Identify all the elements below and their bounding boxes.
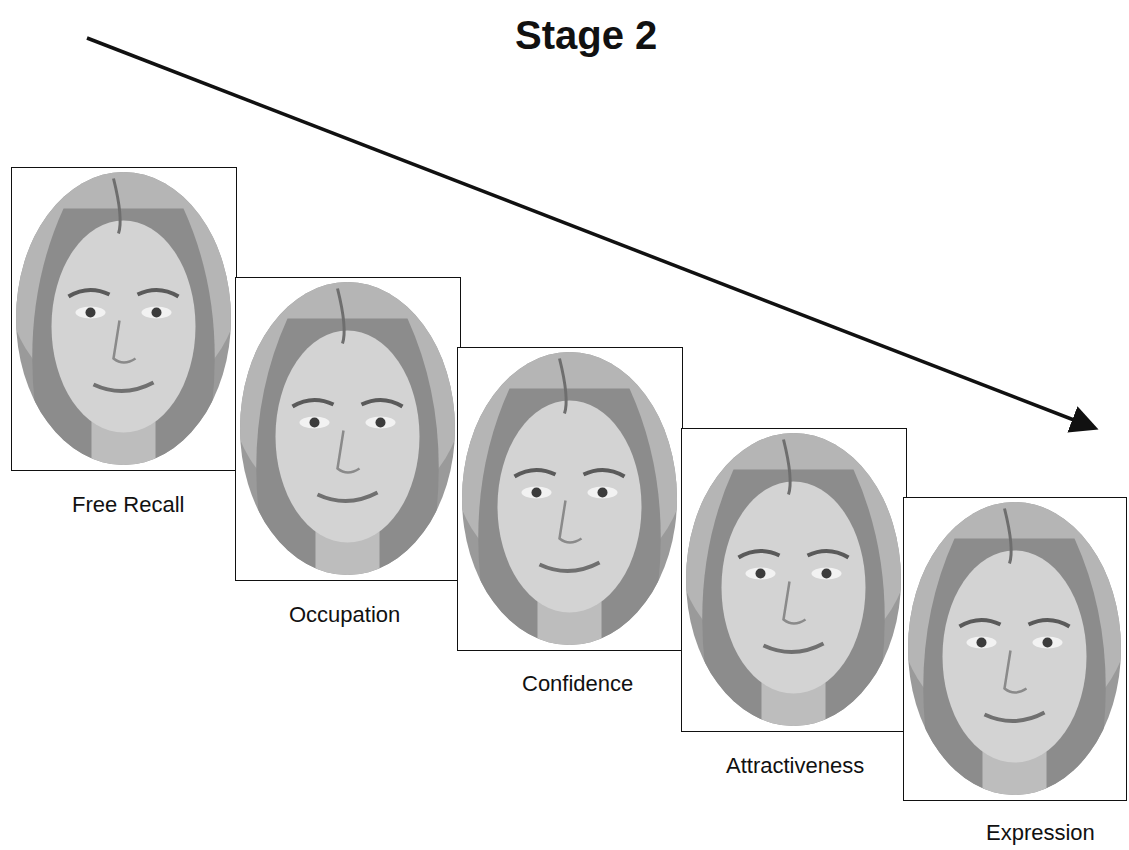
task-label: Free Recall: [70, 493, 186, 517]
face-photo: [682, 429, 905, 730]
face-frame: [235, 277, 461, 581]
face-frame: [457, 347, 683, 651]
face-frame: [11, 167, 237, 471]
task-label: Occupation: [287, 603, 402, 627]
task-label: Expression: [984, 821, 1097, 845]
task-label: Confidence: [520, 672, 635, 696]
face-photo: [904, 498, 1125, 799]
face-frame: [903, 497, 1127, 801]
task-label: Attractiveness: [724, 754, 866, 778]
face-photo: [236, 278, 459, 579]
face-photo: [458, 348, 681, 649]
face-photo: [12, 168, 235, 469]
stage-title: Stage 2: [515, 12, 657, 58]
face-frame: [681, 428, 907, 732]
